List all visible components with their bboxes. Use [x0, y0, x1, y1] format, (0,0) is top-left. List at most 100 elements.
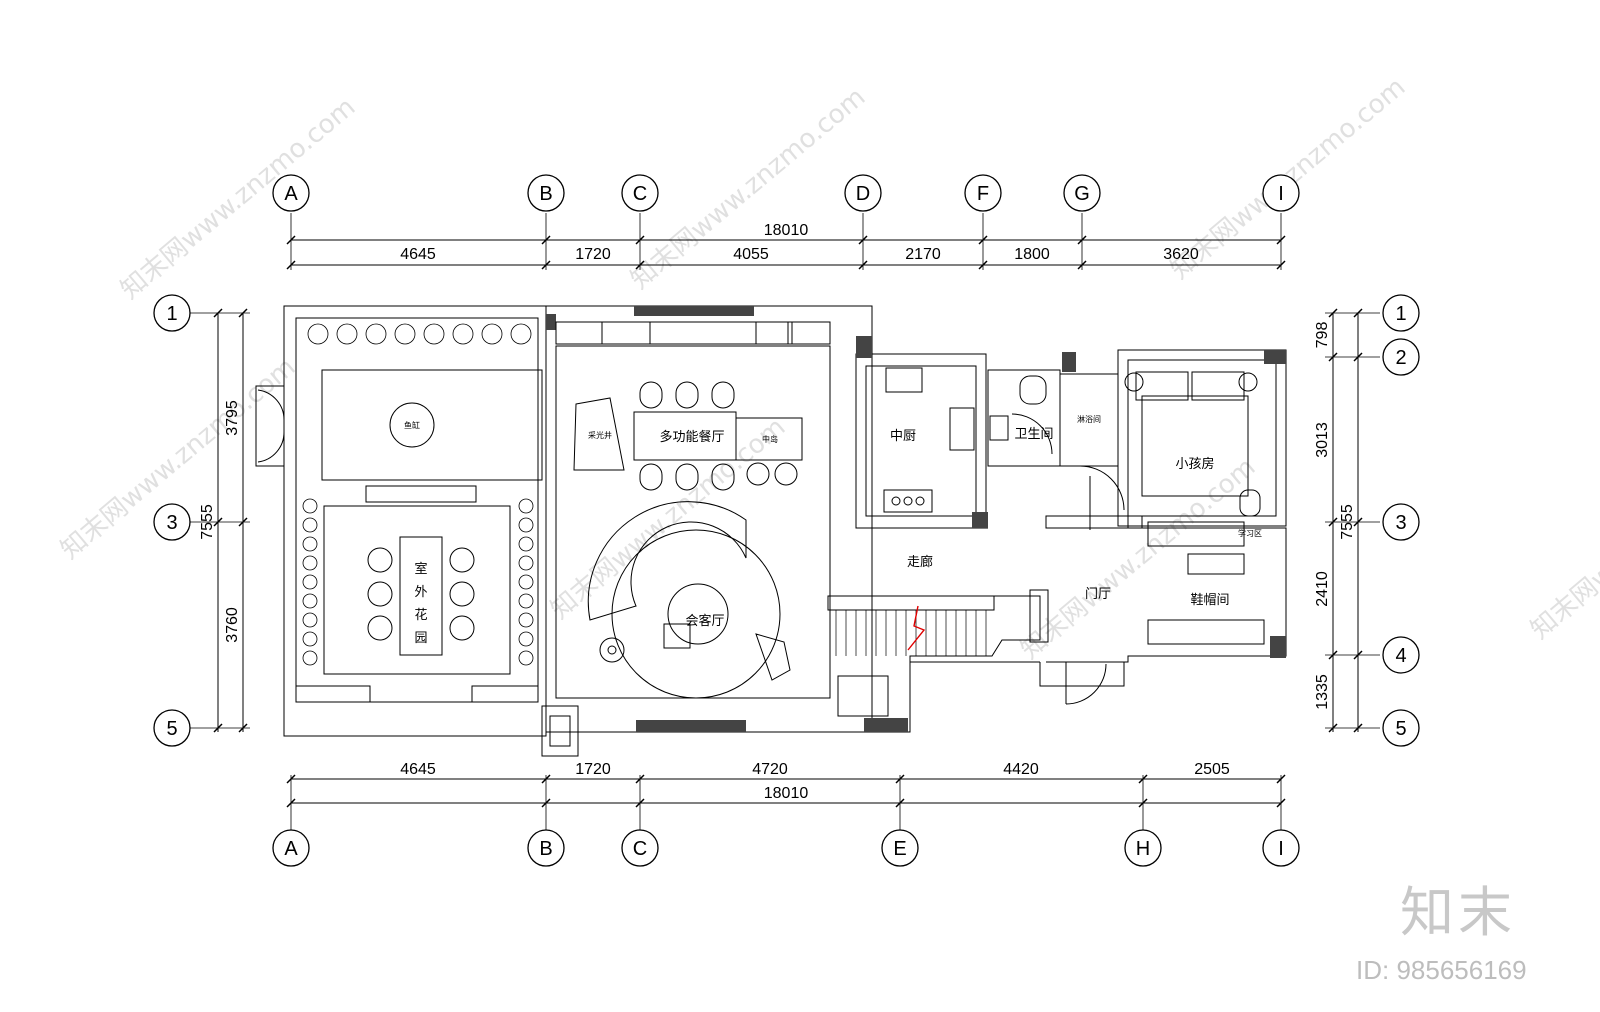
shrub — [365, 323, 387, 345]
label-garden-4: 园 — [414, 631, 427, 646]
wall-fills — [546, 306, 1286, 732]
dim-top-seg: 4055 — [733, 246, 769, 263]
axis-left-label: 5 — [166, 718, 177, 740]
shrub — [302, 593, 318, 609]
axis-leaders — [190, 213, 1380, 830]
axis-top-label: B — [539, 183, 552, 205]
staircase — [835, 610, 987, 656]
shrub — [518, 612, 534, 628]
shrub — [518, 498, 534, 514]
shrub — [302, 612, 318, 628]
dim-bottom-seg: 1720 — [575, 761, 611, 778]
watermark-text: 知末网www.znzmo.com — [1525, 432, 1600, 645]
shrub — [518, 517, 534, 533]
shrub — [336, 323, 358, 345]
axis-labels: A B C D F G I A B C E H I 1 3 5 1 2 3 4 … — [166, 183, 1406, 860]
shrub — [394, 323, 416, 345]
axis-bottom-label: A — [284, 838, 298, 860]
shrub — [518, 574, 534, 590]
axis-top-label: I — [1278, 183, 1284, 205]
shrub — [307, 323, 329, 345]
dim-right-seg: 798 — [1314, 322, 1331, 349]
dim-top-seg: 1800 — [1014, 246, 1050, 263]
axis-left-label: 1 — [166, 303, 177, 325]
label-corridor: 走廊 — [907, 554, 933, 570]
shrub — [302, 517, 318, 533]
axis-bottom-label: B — [539, 838, 552, 860]
room-labels: 多功能餐厅 中厨 卫生间 小孩房 走廊 门厅 鞋帽间 会客厅 室 外 花 园 — [414, 427, 1229, 646]
shrub — [518, 555, 534, 571]
shrub — [518, 650, 534, 666]
axis-bottom-label: E — [893, 838, 906, 860]
dim-right-seg: 1335 — [1314, 674, 1331, 710]
dim-bottom-seg: 2505 — [1194, 761, 1230, 778]
dim-bottom-seg: 4420 — [1003, 761, 1039, 778]
garden-furniture — [255, 369, 579, 757]
label-shoe-room: 鞋帽间 — [1190, 592, 1229, 608]
axis-right-label: 5 — [1395, 718, 1406, 740]
label-wc: 卫生间 — [1014, 427, 1053, 442]
label-garden-1: 室 — [414, 561, 427, 577]
axis-top-label: D — [856, 183, 870, 205]
dim-top-total: 18010 — [764, 222, 809, 239]
axis-top-label: G — [1074, 183, 1090, 205]
axis-bottom-label: C — [633, 838, 647, 860]
label-living: 会客厅 — [685, 613, 724, 629]
hall-furniture — [555, 321, 1049, 717]
label-kitchen: 中厨 — [890, 429, 916, 444]
shrub — [302, 555, 318, 571]
label-dining: 多功能餐厅 — [659, 429, 724, 445]
watermark-layer: 知末网www.znzmo.com 知末网www.znzmo.com 知末网www.z… — [55, 72, 1600, 665]
dim-top-seg: 1720 — [575, 246, 611, 263]
dim-top-seg: 3620 — [1163, 246, 1199, 263]
axis-right-label: 4 — [1395, 645, 1406, 667]
dim-bottom-total: 18010 — [764, 785, 809, 802]
shrub — [302, 536, 318, 552]
axis-right-label: 3 — [1395, 512, 1406, 534]
axis-top-label: A — [284, 183, 298, 205]
axis-bubbles — [153, 174, 1420, 867]
dim-right-seg: 2410 — [1314, 571, 1331, 607]
label-garden-2: 外 — [414, 585, 427, 600]
brand-logo-text: 知末 — [1400, 881, 1516, 944]
label-lightwell: 采光井 — [588, 430, 612, 440]
label-island: 中岛 — [762, 434, 778, 444]
brand-id-text: ID: 985656169 — [1356, 955, 1527, 985]
shrub — [452, 323, 474, 345]
shrub — [510, 323, 532, 345]
label-shower: 淋浴间 — [1077, 414, 1101, 424]
dim-top-seg: 4645 — [400, 246, 436, 263]
shrub — [302, 650, 318, 666]
axis-bottom-label: I — [1278, 838, 1284, 860]
dim-bottom-seg: 4720 — [752, 761, 788, 778]
dim-right-seg: 3013 — [1314, 422, 1331, 458]
dim-right-total: 7555 — [1339, 504, 1356, 540]
service-furniture — [883, 367, 1265, 705]
dim-top-seg: 2170 — [905, 246, 941, 263]
garden-shrubs — [302, 323, 534, 666]
dimension-values: 18010 4645 1720 4055 2170 1800 3620 4645… — [199, 222, 1356, 802]
watermark-text: 知末网www.znzmo.com — [625, 82, 871, 295]
label-foyer: 门厅 — [1085, 587, 1111, 602]
dim-left-total: 7555 — [199, 504, 216, 540]
shrub — [423, 323, 445, 345]
shrub — [302, 574, 318, 590]
label-study: 学习区 — [1238, 528, 1262, 538]
dim-bottom-seg: 4645 — [400, 761, 436, 778]
shrub — [481, 323, 503, 345]
label-garden-3: 花 — [414, 607, 427, 623]
dim-left-seg: 3795 — [224, 400, 241, 436]
axis-right-label: 2 — [1395, 347, 1406, 369]
axis-bottom-label: H — [1136, 838, 1150, 860]
axis-left-label: 3 — [166, 512, 177, 534]
shrub — [518, 593, 534, 609]
label-fishtank: 鱼缸 — [404, 420, 420, 430]
axis-right-label: 1 — [1395, 303, 1406, 325]
shrub — [518, 536, 534, 552]
shrub — [302, 498, 318, 514]
label-kids-room: 小孩房 — [1175, 456, 1214, 472]
axis-top-label: F — [977, 183, 989, 205]
watermark-text: 知末网www.znzmo.com — [1015, 452, 1261, 665]
dim-left-seg: 3760 — [224, 607, 241, 643]
